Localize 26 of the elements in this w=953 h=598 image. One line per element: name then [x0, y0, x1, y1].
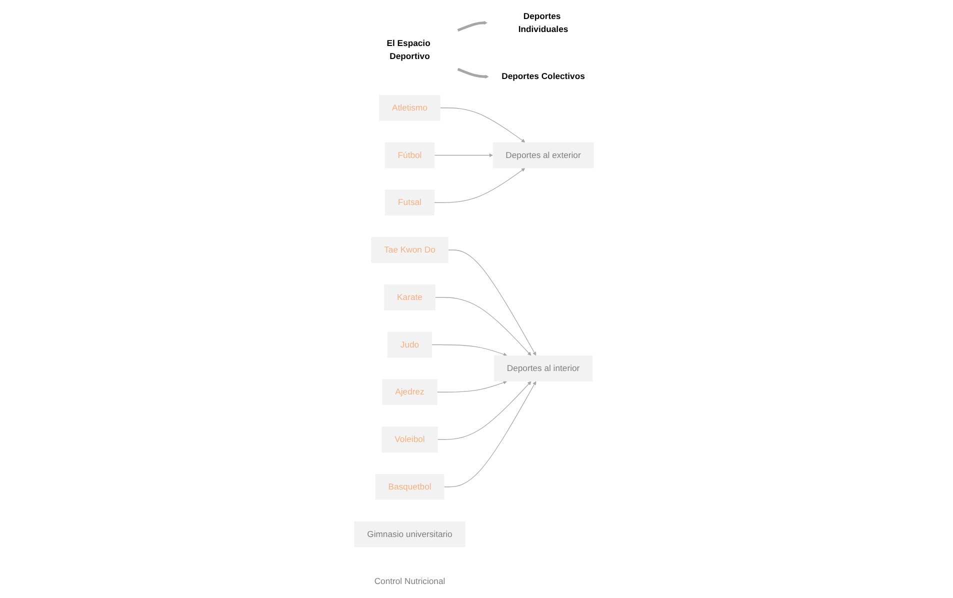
node-box: Tae Kwon Do: [371, 237, 448, 263]
node-text: Deportes Individuales: [518, 12, 568, 34]
arrow: [448, 250, 536, 356]
node-box: Ajedrez: [382, 379, 438, 406]
node-text: Deportes Colectivos: [502, 72, 585, 82]
node-box: Judo: [387, 332, 432, 358]
arrow: [444, 381, 536, 488]
arrow: [440, 108, 526, 142]
node-text: El Espacio Deportivo: [386, 38, 430, 61]
node-box: Deportes al interior: [494, 356, 593, 382]
arrow: [432, 344, 508, 356]
node-box: Futsal: [385, 190, 434, 216]
arrow: [436, 380, 508, 392]
arrow: [435, 297, 532, 356]
node-text: Control Nutricional: [374, 576, 446, 586]
node-box: Deportes al exterior: [492, 142, 594, 168]
node-box: Karate: [384, 284, 436, 310]
arrow: [434, 168, 526, 203]
node-box: Fútbol: [384, 142, 435, 168]
node-box: Atletismo: [379, 94, 440, 121]
arrow: [457, 68, 489, 79]
arrow: [434, 153, 493, 158]
arrow: [437, 381, 532, 440]
node-box: Basquetbol: [375, 474, 444, 500]
node-box: Voleibol: [382, 426, 438, 452]
arrow: [457, 20, 488, 32]
